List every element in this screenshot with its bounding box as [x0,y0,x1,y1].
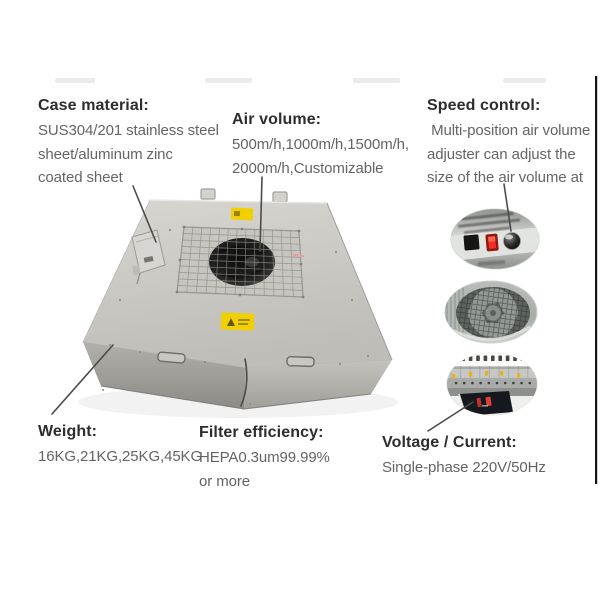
air-volume-line: 500m/h,1000m/h,1500m/h, [232,136,409,153]
leader-line-speed-control [503,183,512,232]
speed-controller-photo [450,208,540,270]
air-volume-heading: Air volume: [232,111,322,128]
fan-photo [444,280,538,344]
leader-line-weight [51,344,114,415]
ffu-unit-photo [78,188,398,418]
air-volume-line: 2000m/h,Customizable [232,159,384,177]
side-handle-icon [157,351,315,368]
controller-knob [503,232,521,250]
leader-line-filter-efficiency [240,358,248,407]
weight-line: 16KG,21KG,25KG,45KG [38,448,203,465]
unit-right-side [244,360,392,409]
rivets [102,228,370,405]
controller-red-switch [485,233,499,252]
case-material-heading: Case material: [38,97,149,114]
terminal-screws [454,381,532,385]
controller-label-text [458,212,521,234]
grid-clips [175,225,305,299]
leader-line-air-volume [259,176,263,252]
speed-control-line: size of the air volume at [427,169,583,186]
unit-left-side [83,342,246,409]
leader-line-voltage [427,401,474,432]
controller-square-button [463,234,480,251]
panel-print-mark [293,254,304,258]
case-material-line: coated sheet [38,169,123,186]
annotation-air-volume: Air volume: 500m/h,1000m/h,1500m/h, 2000… [232,109,409,180]
speed-control-heading: Speed control: [427,97,541,114]
annotation-case-material: Case material: SUS304/201 stainless stee… [38,95,219,190]
annotation-speed-control: Speed control: Multi-position air volume… [427,95,590,190]
lifting-handle-icon [200,188,288,203]
top-crop-artifacts [55,78,546,83]
leader-line-case-material [132,185,157,243]
voltage-current-line: Single-phase 220V/50Hz [382,459,546,476]
fan-guard-grid [175,225,305,299]
right-edge-line [595,76,598,484]
annotation-voltage-current: Voltage / Current: Single-phase 220V/50H… [382,432,546,480]
voltage-current-heading: Voltage / Current: [382,434,517,451]
weight-heading: Weight: [38,423,98,440]
speed-control-line: adjuster can adjust the [427,145,576,163]
annotation-weight: Weight: 16KG,21KG,25KG,45KG [38,421,202,469]
annotation-filter-efficiency: Filter efficiency: HEPA0.3um99.99% or mo… [199,422,330,493]
nameplate-panel [458,391,513,415]
filter-efficiency-line: HEPA0.3um99.99% [199,449,330,466]
case-material-line: sheet/aluminum zinc [38,145,173,163]
case-material-line: SUS304/201 stainless steel [38,122,219,139]
motor-terminals-photo [446,352,538,416]
warning-label-icon [220,207,255,331]
filter-efficiency-heading: Filter efficiency: [199,424,324,441]
filter-efficiency-line: or more [199,472,250,490]
speed-control-line: Multi-position air volume [427,122,591,139]
terminal-yellow-marks [452,371,521,379]
